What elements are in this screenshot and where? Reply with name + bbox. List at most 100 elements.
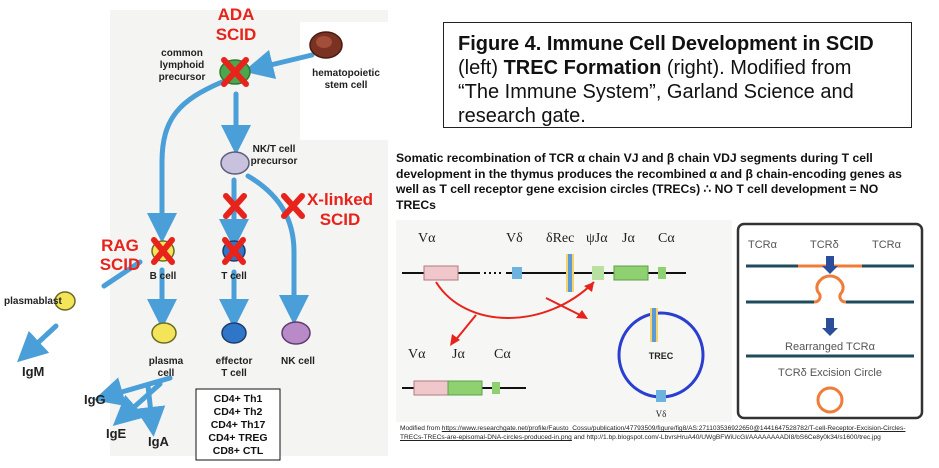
arrow-to-recombined-head — [450, 334, 460, 346]
plasmablast-icon — [54, 291, 76, 311]
top-label-vdelta: Vδ — [506, 231, 523, 246]
plasma-cell-icon — [151, 322, 177, 344]
trec-vdelta-segment — [656, 390, 666, 402]
t-subset-th17: CD4+ Th17 — [211, 419, 266, 431]
excision-circle-label: TCRδ Excision Circle — [778, 367, 882, 379]
t-subset-th2: CD4+ Th2 — [214, 406, 263, 418]
trec-description: Somatic recombination of TCR α chain VJ … — [396, 151, 902, 212]
caption-title: Figure 4. Immune Cell Development in SCI… — [458, 33, 874, 55]
t-cell-block-cross-icon — [222, 237, 246, 265]
plasma-label-2: cell — [158, 368, 175, 379]
bottom-label-valpha: Vα — [408, 347, 426, 362]
top-psija-segment — [592, 266, 604, 280]
arrow-plasmablast-to-igm — [17, 323, 59, 363]
recombination-arc — [435, 281, 595, 319]
effector-label-2: T cell — [221, 368, 247, 379]
trec-label: TREC — [649, 351, 674, 361]
t-subsets-box — [195, 388, 281, 461]
b-cell-block-cross-icon — [151, 237, 175, 265]
ige-label: IgE — [106, 426, 127, 441]
trec-formation-diagram: Vα Vδ δRec ψJα Jα Cα Vα Jα Cα TREC Vδ — [396, 220, 732, 422]
excision-circle-icon — [816, 386, 844, 414]
caption-trec-title: TREC Formation — [503, 57, 662, 79]
arrow-to-trec-head — [576, 310, 588, 319]
nk-cell-label: NK cell — [281, 356, 315, 367]
figure-caption-box: Figure 4. Immune Cell Development in SCI… — [443, 22, 912, 128]
ada-label: ADA — [218, 5, 255, 24]
effector-t-cell-icon — [221, 322, 247, 344]
top-label-drec: δRec — [546, 231, 574, 246]
stem-cell-nucleus-icon — [316, 36, 332, 48]
t-lineage-block-cross-icon — [223, 193, 247, 219]
right-arrow-1-icon — [822, 256, 838, 274]
top-label-calpha: Cα — [658, 231, 675, 246]
bottom-label-jalpha: Jα — [452, 347, 465, 362]
right-label-tcra-1: TCRα — [748, 239, 778, 251]
top-label-valpha: Vα — [418, 231, 436, 246]
arrow-bcell-to-plasmablast — [101, 259, 143, 289]
immune-development-diagram: ADA SCID X-linked SCID RAG SCID common l… — [0, 5, 400, 461]
right-label-tcrd: TCRδ — [810, 239, 839, 251]
footer-link[interactable]: https://www.researchgate.net/profile/Fau… — [400, 425, 906, 441]
arrow-to-recombined — [453, 314, 477, 343]
clp-label-1: common — [161, 48, 203, 59]
plasmablast-label: plasmablast — [4, 296, 62, 307]
trec-vdelta-label: Vδ — [656, 409, 667, 419]
igm-label: IgM — [22, 364, 44, 379]
hsc-label-1: hematopoietic — [312, 68, 380, 79]
arrow-plasma-to-ige — [112, 381, 163, 426]
bottom-jalpha-segment — [447, 380, 483, 396]
source-footer: Modified from https://www.researchgate.n… — [400, 424, 920, 442]
top-label-psija: ψJα — [586, 231, 608, 246]
footer-suffix: and http://1.bp.blogspot.com/-LbvrsHruA4… — [571, 434, 881, 441]
right-loop-icon — [813, 274, 847, 304]
b-cell-label: B cell — [150, 271, 177, 282]
bottom-calpha-segment — [492, 382, 500, 394]
nk-t-precursor-icon — [220, 151, 250, 175]
top-jalpha-segment — [613, 265, 649, 281]
caption-text-1: (left) — [458, 57, 504, 79]
x-linked-block-cross-icon — [281, 193, 305, 219]
trec-drec-stripe — [652, 308, 656, 342]
nkt-label-1: NK/T cell — [253, 144, 296, 155]
ada-block-cross-icon — [221, 57, 249, 87]
arrow-plasma-to-igg — [93, 375, 173, 407]
clp-label-3: precursor — [159, 72, 206, 83]
rearranged-tcra-label: Rearranged TCRα — [785, 341, 876, 353]
t-subset-treg: CD4+ TREG — [208, 432, 267, 444]
nkt-label-2: precursor — [251, 156, 298, 167]
top-calpha-segment — [658, 267, 666, 279]
top-drec-stripe — [568, 254, 572, 292]
right-arrow-2-icon — [822, 318, 838, 336]
arrow-stem-to-clp — [243, 49, 315, 80]
recombination-arc-head — [584, 282, 594, 292]
clp-label-2: lymphoid — [160, 60, 204, 71]
t-subset-th1: CD4+ Th1 — [214, 393, 263, 405]
plasma-label-1: plasma — [149, 356, 184, 367]
top-label-jalpha: Jα — [622, 231, 635, 246]
rag-scid-label: SCID — [100, 255, 141, 274]
rag-label: RAG — [101, 236, 139, 255]
arrow-plasma-to-iga — [135, 383, 166, 437]
t-cell-label: T cell — [221, 271, 247, 282]
x-linked-label: X-linked — [307, 190, 373, 209]
footer-prefix: Modified from — [400, 425, 442, 432]
tcr-rearrangement-panel: TCRα TCRδ TCRα Rearranged TCRα TCRδ Exci… — [734, 220, 926, 422]
x-linked-scid-label: SCID — [320, 210, 361, 229]
arrow-to-trec — [545, 297, 583, 317]
right-panel-border — [736, 222, 924, 420]
top-valpha-segment — [423, 265, 459, 281]
bottom-label-calpha: Cα — [494, 347, 511, 362]
nk-cell-icon — [281, 321, 311, 345]
bottom-valpha-segment — [413, 380, 449, 396]
ada-scid-label: SCID — [216, 25, 257, 44]
caption-text-2: (right). Modified from “The Immune Syste… — [458, 57, 854, 127]
hsc-label-2: stem cell — [325, 80, 368, 91]
effector-label-1: effector — [216, 356, 253, 367]
arrow-clp-to-bcell — [147, 79, 225, 243]
top-vdelta-segment — [512, 267, 522, 279]
igg-label: IgG — [84, 392, 106, 407]
t-subset-ctl: CD8+ CTL — [213, 445, 264, 457]
right-label-tcra-2: TCRα — [872, 239, 902, 251]
iga-label: IgA — [148, 434, 170, 449]
